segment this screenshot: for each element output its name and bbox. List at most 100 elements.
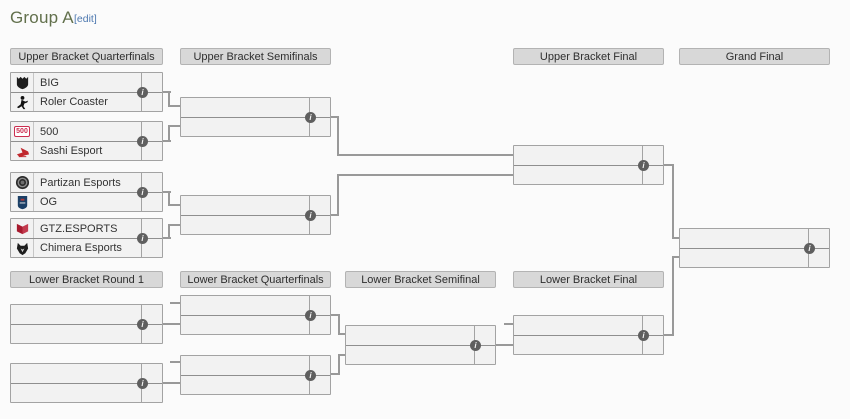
team-row[interactable] [181,215,330,234]
match-info-icon[interactable]: i [305,370,316,381]
bracket-connector [331,314,340,316]
team-row[interactable] [680,248,829,267]
edit-link[interactable]: [edit] [74,13,97,25]
round-header-lower-semifinal: Lower Bracket Semifinal [345,271,496,288]
bracket-connector [672,237,679,239]
match-lb-sf: i [345,325,496,365]
team-name: Partizan Esports [40,176,121,189]
match-info-icon[interactable]: i [137,87,148,98]
round-header-grand-final: Grand Final [679,48,830,65]
bracket-connector [168,105,180,107]
round-header-upper-semifinals: Upper Bracket Semifinals [180,48,331,65]
round-header-lower-quarterfinals: Lower Bracket Quarterfinals [180,271,331,288]
match-info-icon[interactable]: i [137,136,148,147]
bracket-connector [163,140,171,142]
bracket-connector [672,257,674,336]
bracket-connector [170,302,180,304]
bracket-connector [338,333,345,335]
bracket-connector [337,116,339,156]
match-info-icon[interactable]: i [305,310,316,321]
roler-coaster-logo-icon [11,93,34,111]
bracket-connector [338,314,340,335]
match-info-icon[interactable]: i [638,330,649,341]
team-row[interactable]: GTZ.ESPORTS [11,219,162,238]
team-row[interactable] [181,375,330,394]
bracket-connector [168,91,170,107]
match-lb-qf-2: i [180,355,331,395]
match-ub-sf-1: i [180,97,331,137]
match-lb-r1-2: i [10,363,163,403]
bracket-connector [504,323,513,325]
match-info-icon[interactable]: i [137,187,148,198]
round-header-lower-final: Lower Bracket Final [513,271,664,288]
match-ub-final: i [513,145,664,185]
bracket-connector [163,91,171,93]
match-ub-qf-3: Partizan Esports OG i [10,172,163,212]
bracket-connector [338,355,340,375]
team-name: Chimera Esports [40,242,122,254]
match-info-icon[interactable]: i [804,243,815,254]
team-row[interactable] [514,165,663,184]
og-logo-icon [11,193,34,211]
team-name: Sashi Esport [40,145,103,157]
team-row[interactable] [11,383,162,402]
team-row[interactable] [181,117,330,136]
team-row[interactable]: Sashi Esport [11,141,162,160]
page-title: Group A [10,8,74,27]
bracket-connector [664,164,674,166]
match-info-icon[interactable]: i [305,112,316,123]
bracket-connector [331,214,339,216]
bracket-connector [170,361,180,363]
team-row[interactable] [346,345,495,364]
bracket-connector [163,323,180,325]
match-info-icon[interactable]: i [470,340,481,351]
team-name: BIG [40,76,59,89]
bracket-connector [496,344,513,346]
500-logo-icon: 500 [11,122,34,141]
gtz-esports-logo-icon [11,219,34,238]
team-row[interactable] [11,324,162,343]
big-logo-icon [11,73,34,92]
match-info-icon[interactable]: i [638,160,649,171]
team-row[interactable]: OG [11,192,162,211]
bracket-connector [664,334,674,336]
match-info-icon[interactable]: i [137,378,148,389]
team-name: Roler Coaster [40,96,108,108]
bracket-connector [168,126,170,142]
team-row[interactable]: Chimera Esports [11,238,162,257]
bracket-connector [168,224,180,226]
bracket-connector [337,174,339,216]
match-ub-qf-1: BIG Roler Coaster i [10,72,163,112]
team-row[interactable]: Roler Coaster [11,92,162,111]
bracket-connector [337,174,513,176]
bracket-connector [337,154,513,156]
bracket-connector [168,204,180,206]
round-header-upper-quarterfinals: Upper Bracket Quarterfinals [10,48,163,65]
match-grand-final: i [679,228,830,268]
bracket-connector [672,164,674,239]
team-name: OG [40,196,58,208]
team-name: GTZ.ESPORTS [40,222,118,235]
sashi-esport-logo-icon [11,142,34,160]
round-header-upper-final: Upper Bracket Final [513,48,664,65]
partizan-esports-logo-icon [11,173,34,192]
team-row[interactable] [514,335,663,354]
bracket-connector [168,125,180,127]
bracket-connector [168,224,170,239]
team-row[interactable]: Partizan Esports [11,173,162,192]
team-row[interactable]: 500 500 [11,122,162,141]
match-info-icon[interactable]: i [137,233,148,244]
team-row[interactable]: BIG [11,73,162,92]
bracket-connector [338,354,345,356]
bracket-connector [163,191,171,193]
match-lb-qf-1: i [180,295,331,335]
match-info-icon[interactable]: i [305,210,316,221]
bracket-connector [168,191,170,206]
match-ub-qf-2: 500 500 Sashi Esport i [10,121,163,161]
team-row[interactable] [181,315,330,334]
round-header-lower-round1: Lower Bracket Round 1 [10,271,163,288]
match-lb-r1-1: i [10,304,163,344]
match-info-icon[interactable]: i [137,319,148,330]
team-name: 500 [40,125,59,138]
